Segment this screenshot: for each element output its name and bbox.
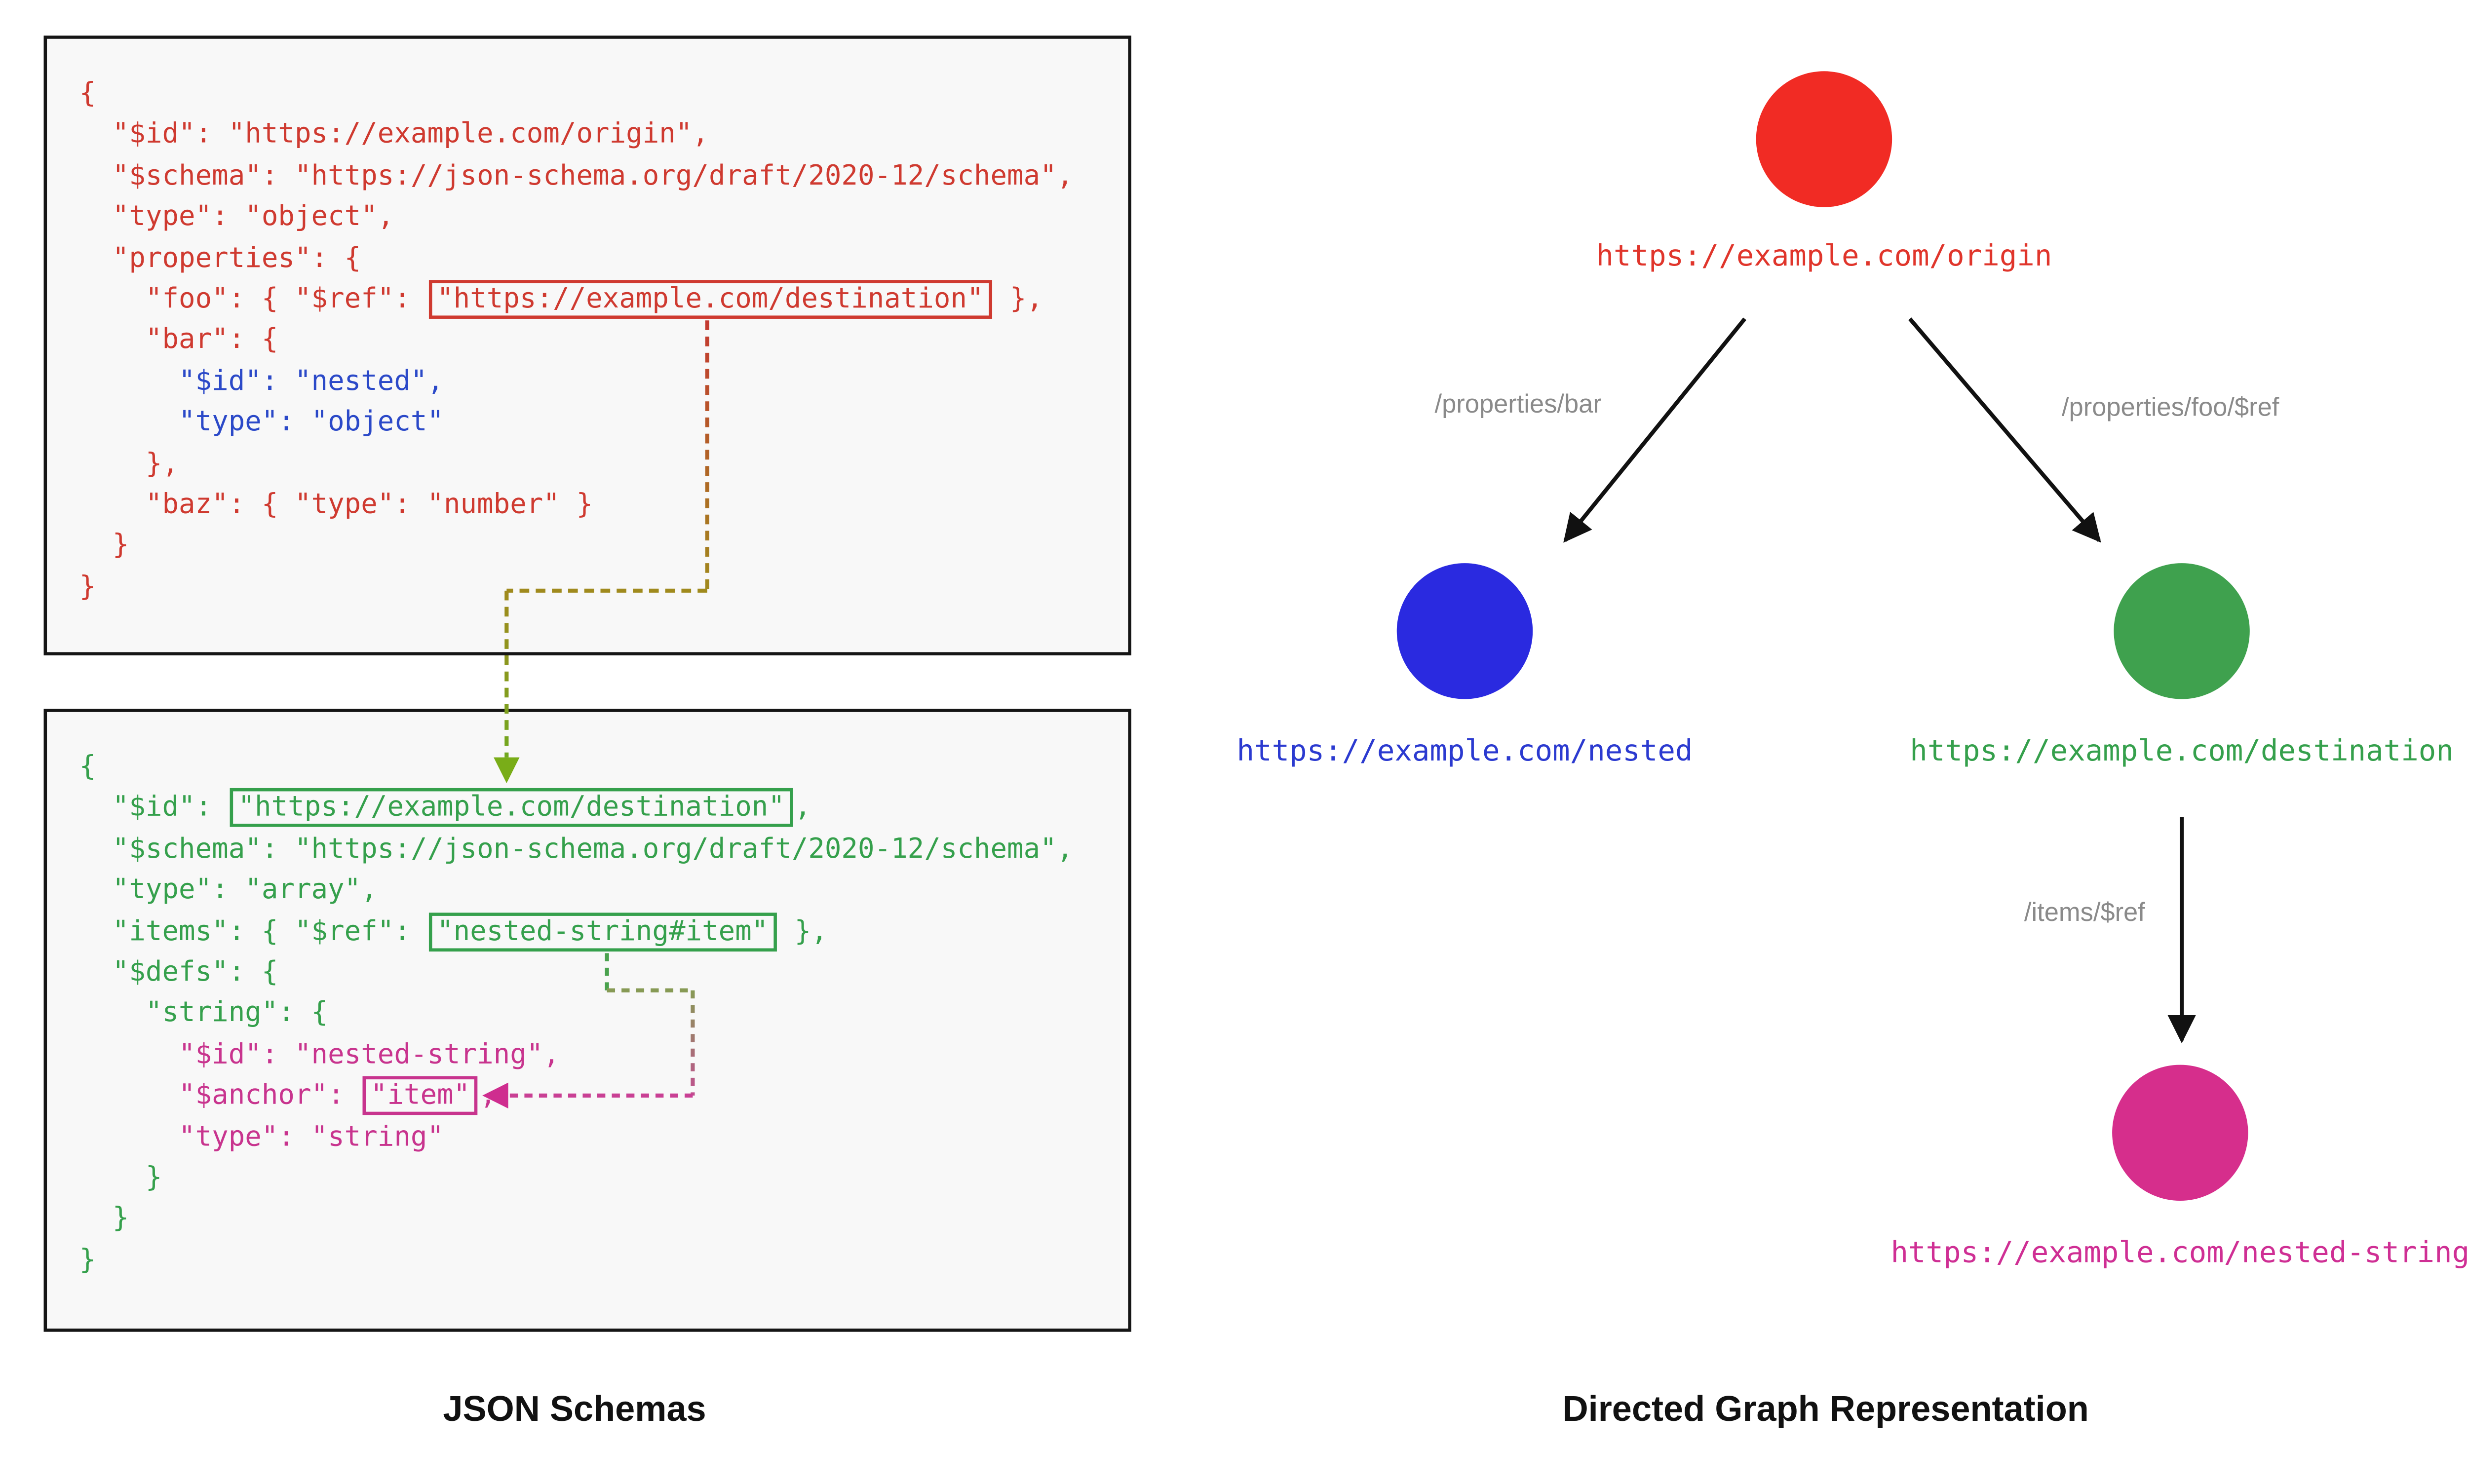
graph-caption: Directed Graph Representation [1562,1388,2089,1429]
code-line: } [79,1200,1128,1241]
graph-node-nested [1396,563,1533,699]
code-text: , [479,1079,497,1112]
code-line: "$schema": "https://json-schema.org/draf… [79,156,1128,197]
graph-node-nested-string [2112,1065,2248,1201]
code-text: "type": "object" [79,406,444,439]
schemas-caption: JSON Schemas [443,1388,706,1429]
code-line: "items": { "$ref": "nested-string#item" … [79,912,1128,953]
code-text: "$id": "https://example.com/origin", [79,118,709,152]
ref-highlight-box: "item" [362,1076,478,1115]
code-line: "type": "string" [79,1117,1128,1158]
code-line: "string": { [79,994,1128,1035]
code-text: }, [778,915,828,948]
code-line: { [79,748,1128,789]
edge-label-items-ref: /items/$ref [2024,900,2145,927]
code-text: }, [79,447,179,480]
ref-highlight-box: "https://example.com/destination" [428,280,992,319]
code-line: "$id": "https://example.com/destination"… [79,789,1128,830]
code-text: "type": "string" [79,1120,444,1153]
code-line: "bar": { [79,321,1128,362]
code-text: , [794,792,811,825]
graph-node-origin [1756,71,1892,207]
code-line: "type": "object" [79,403,1128,444]
code-line: } [79,527,1128,568]
code-line: "$schema": "https://json-schema.org/draf… [79,830,1128,871]
graph-node-nested-label: https://example.com/nested [1236,734,1693,769]
code-text: "properties": { [79,242,361,274]
code-text: "items": { "$ref": [79,915,427,948]
code-text: { [79,751,96,784]
code-text: "$schema": "https://json-schema.org/draf… [79,159,1074,192]
ref-highlight-box: "nested-string#item" [428,912,776,951]
code-line: } [79,1241,1128,1282]
edge-label-properties-foo-ref: /properties/foo/$ref [2061,395,2279,422]
code-text: "type": "array", [79,874,378,907]
code-line: "baz": { "type": "number" } [79,485,1128,526]
code-text: } [79,571,96,604]
code-text: "foo": { "$ref": [79,283,427,316]
code-line: } [79,568,1128,609]
edge-label-properties-bar: /properties/bar [1434,391,1602,419]
code-text: } [79,1203,129,1235]
ref-highlight-box: "https://example.com/destination" [230,789,793,828]
code-line: "$id": "nested", [79,362,1128,403]
code-text: "bar": { [79,324,278,357]
code-text: } [79,1244,96,1277]
code-line: "type": "object", [79,198,1128,239]
edge-origin-to-destination [1908,317,2101,543]
code-text: "string": { [79,997,328,1030]
code-text: "$id": [79,792,229,825]
code-line: "$defs": { [79,953,1128,994]
edge-origin-to-nested [1563,317,1746,543]
graph-node-origin-label: https://example.com/origin [1596,239,2052,274]
code-text: "$id": "nested-string", [79,1038,560,1071]
code-text: "$id": "nested", [79,365,444,398]
code-line: "properties": { [79,239,1128,280]
code-line: "$anchor": "item", [79,1076,1128,1117]
graph-node-destination [2114,563,2250,699]
code-line: } [79,1158,1128,1199]
code-line: "$id": "nested-string", [79,1035,1128,1076]
graph-node-destination-label: https://example.com/destination [1910,734,2454,769]
code-text: { [79,77,96,110]
code-text: "$anchor": [79,1079,361,1112]
destination-schema-box: { "$id": "https://example.com/destinatio… [43,709,1132,1332]
code-line: }, [79,444,1128,485]
code-line: "type": "array", [79,871,1128,912]
origin-schema-box: { "$id": "https://example.com/origin", "… [43,36,1132,655]
code-line: "foo": { "$ref": "https://example.com/de… [79,280,1128,321]
code-text: } [79,1162,162,1194]
code-text: "$defs": { [79,956,278,989]
code-text: "baz": { "type": "number" } [79,488,593,521]
code-text: "type": "object", [79,201,394,233]
code-text: }, [993,283,1043,316]
code-text: } [79,530,129,562]
code-text: "$schema": "https://json-schema.org/draf… [79,833,1074,866]
graph-node-nested-string-label: https://example.com/nested-string [1890,1236,2468,1271]
code-line: "$id": "https://example.com/origin", [79,115,1128,156]
code-line: { [79,75,1128,115]
